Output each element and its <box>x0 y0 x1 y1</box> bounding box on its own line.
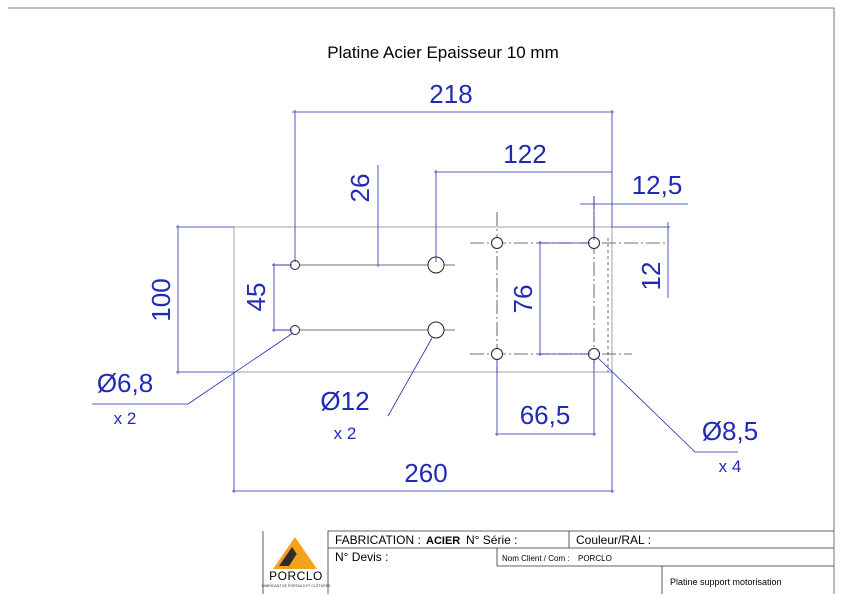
dim-260: 260 <box>404 458 447 488</box>
hole-8-5-bottom-right <box>588 348 600 360</box>
hole-8-5-top-left <box>491 237 503 249</box>
dim-100: 100 <box>146 278 176 321</box>
dim-76: 76 <box>508 285 538 314</box>
callout-6-8-qty: x 2 <box>114 409 137 428</box>
centerlines <box>272 196 665 372</box>
dim-12-5: 12,5 <box>632 170 683 200</box>
hole-8-5-bottom-left <box>491 348 503 360</box>
drawing-title: Platine Acier Epaisseur 10 mm <box>327 43 559 62</box>
client-label: Nom Client / Com : <box>502 554 570 563</box>
callout-8-5-qty: x 4 <box>719 457 742 476</box>
description-value: Platine support motorisation <box>670 577 782 587</box>
dim-218: 218 <box>429 79 472 109</box>
title-block: PORCLO FABRICANT DE PORTAILS ET CLÔTURES… <box>262 530 834 594</box>
callout-8-5-diameter: Ø8,5 <box>702 416 758 446</box>
leader-lines <box>92 332 738 453</box>
svg-text:PORCLO: PORCLO <box>269 569 323 583</box>
dim-122: 122 <box>503 139 546 169</box>
dim-45: 45 <box>241 283 271 312</box>
callout-6-8-diameter: Ø6,8 <box>97 368 153 398</box>
material-value: ACIER <box>426 535 460 547</box>
serie-label: N° Série : <box>466 533 517 547</box>
dimension-lines <box>176 110 688 493</box>
callout-12-qty: x 2 <box>334 424 357 443</box>
client-value: PORCLO <box>578 554 612 563</box>
holes <box>290 237 600 360</box>
svg-text:FABRICANT DE PORTAILS ET CLÔTU: FABRICANT DE PORTAILS ET CLÔTURES <box>262 583 331 588</box>
dim-12: 12 <box>636 262 666 291</box>
plate-outline <box>233 226 613 373</box>
hole-12-bottom <box>427 321 445 339</box>
devis-label: N° Devis : <box>335 550 388 564</box>
dim-26: 26 <box>345 174 375 203</box>
fabrication-label: FABRICATION : <box>335 533 421 547</box>
porclo-logo: PORCLO FABRICANT DE PORTAILS ET CLÔTURES <box>262 537 331 588</box>
dim-66-5: 66,5 <box>520 400 571 430</box>
sheet-frame <box>8 7 835 594</box>
callout-12-diameter: Ø12 <box>320 386 369 416</box>
couleur-label: Couleur/RAL : <box>576 533 651 547</box>
